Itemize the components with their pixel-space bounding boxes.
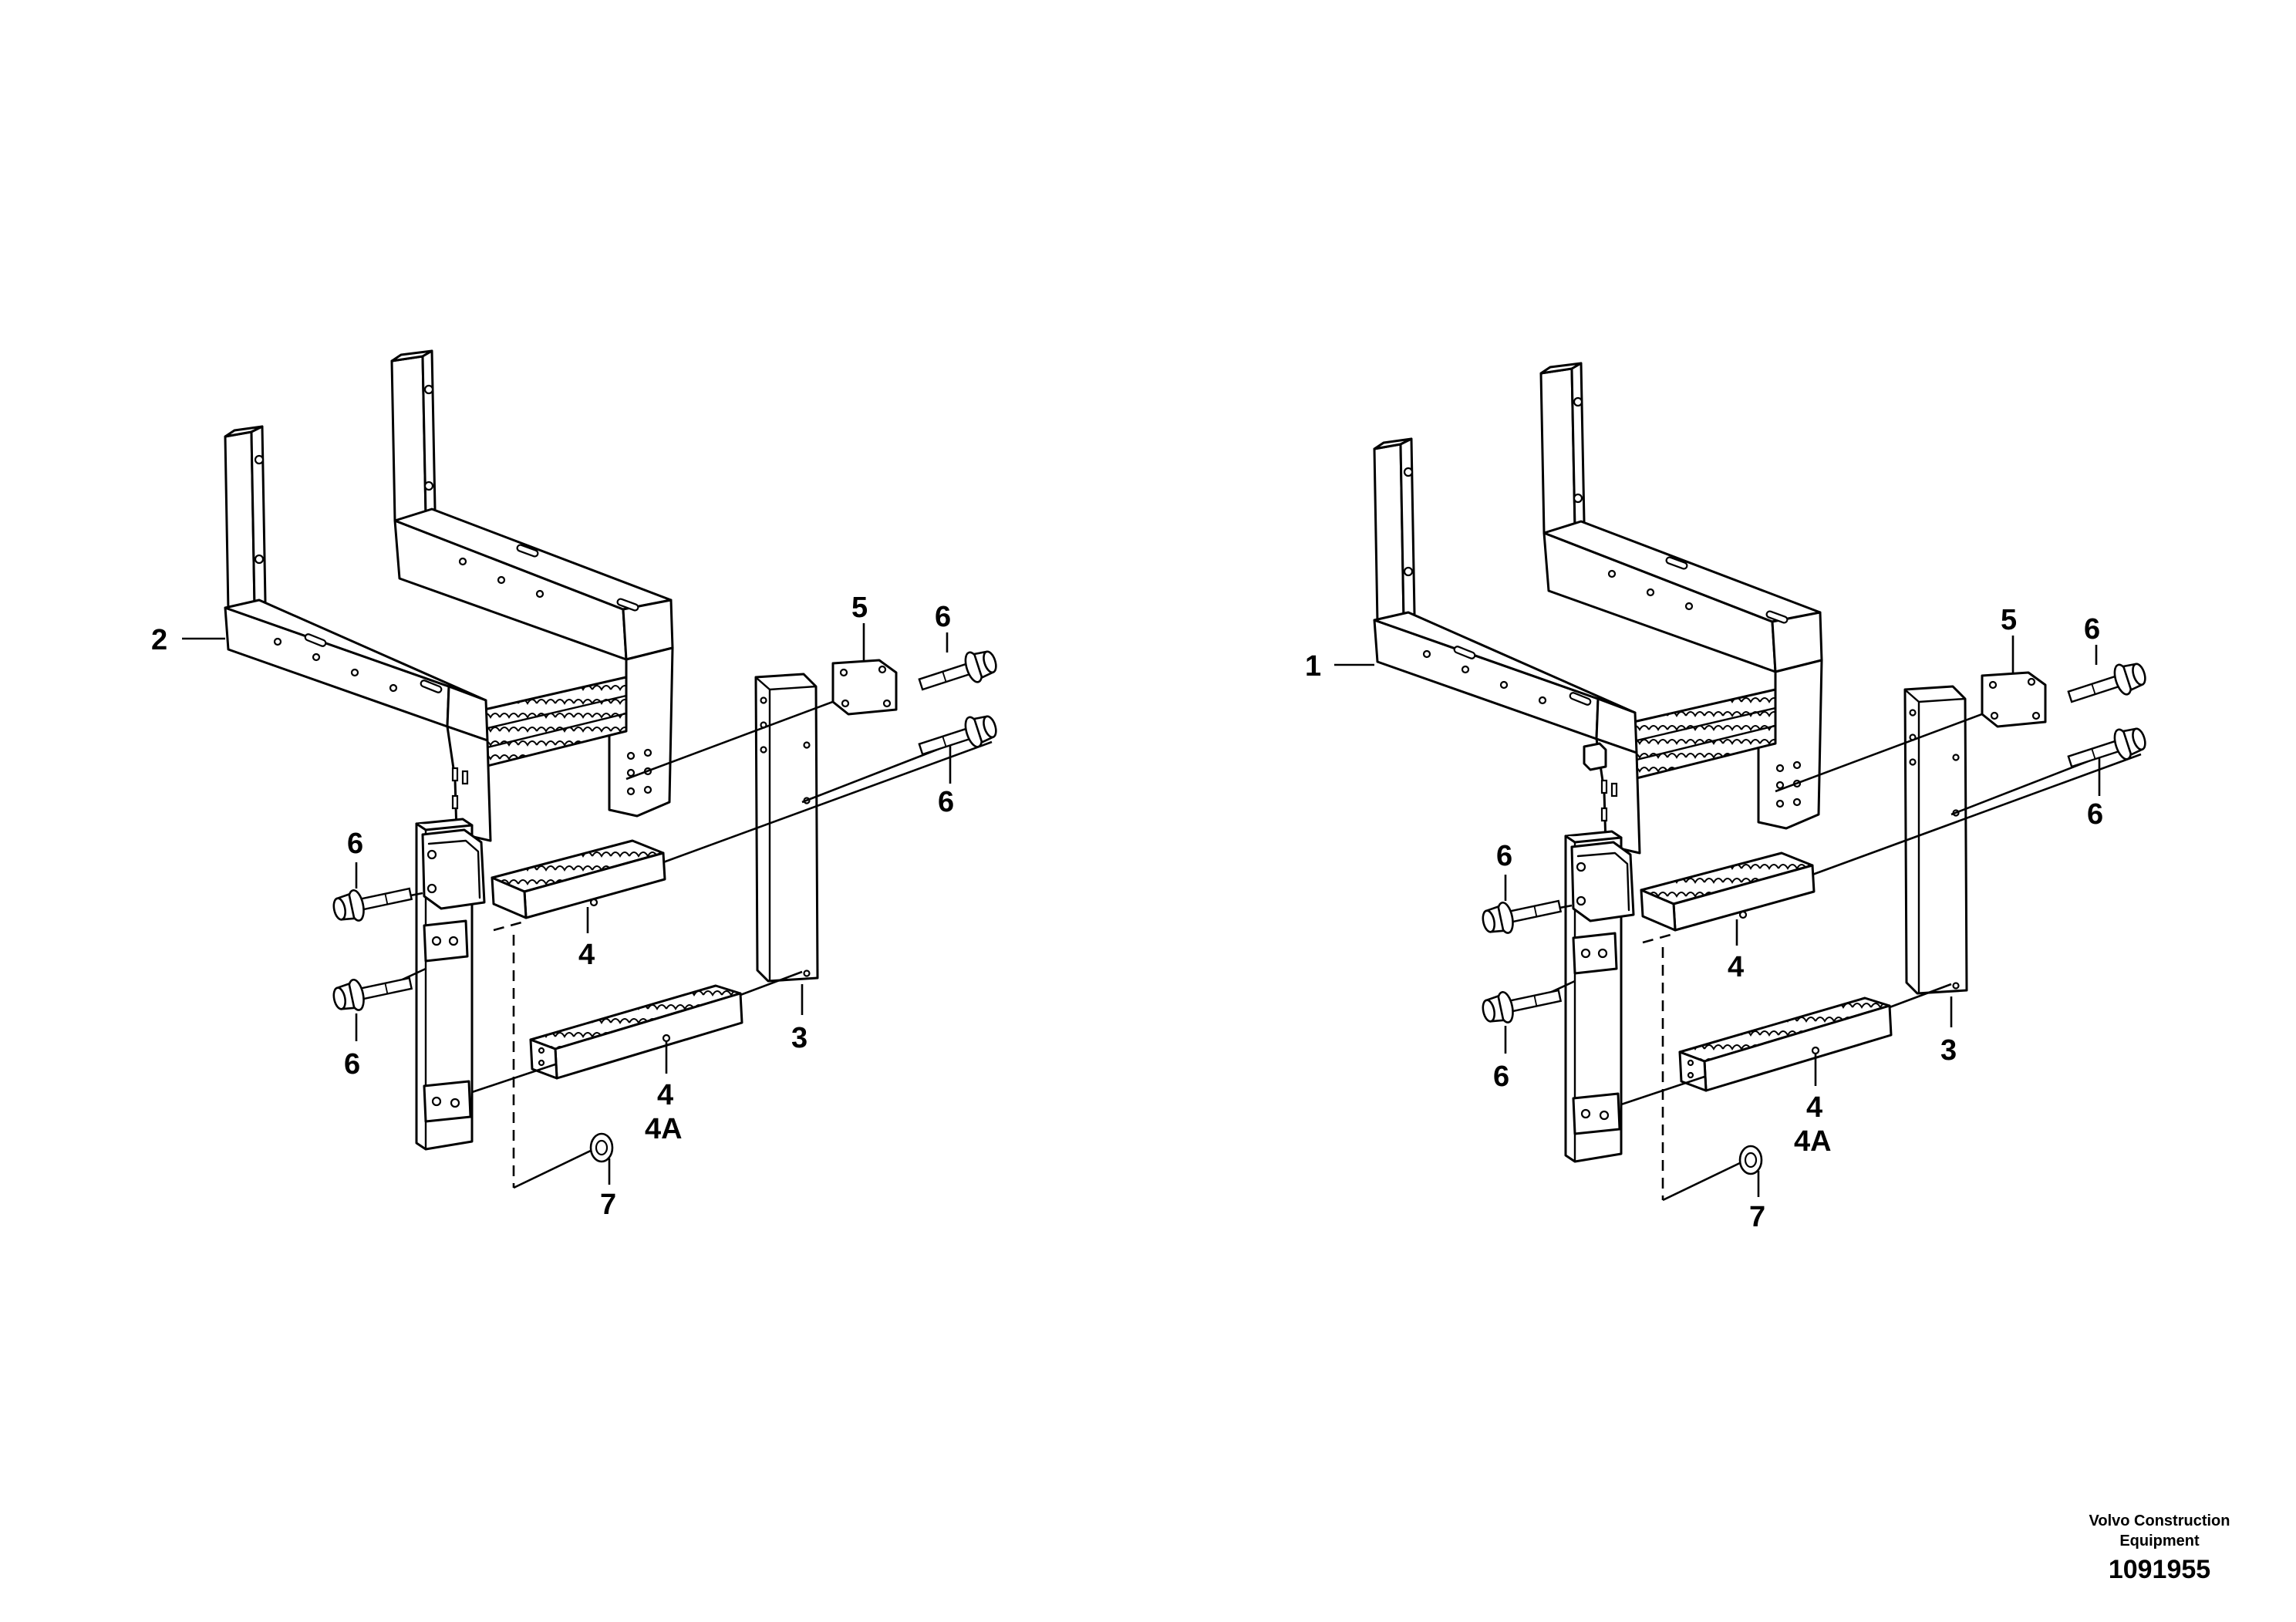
left-ladder-assembly bbox=[225, 351, 1000, 1188]
callout-2: 2 bbox=[151, 624, 167, 656]
callout-3: 3 bbox=[791, 1022, 807, 1054]
callout-4a: 4A bbox=[645, 1113, 683, 1145]
callout-4a: 4A bbox=[1794, 1125, 1832, 1158]
figure-number: 1091955 bbox=[2109, 1555, 2210, 1584]
callout-6-lower-left: 6 bbox=[1493, 1061, 1509, 1093]
mounting-block bbox=[1583, 742, 1607, 771]
callout-6-right: 6 bbox=[2087, 798, 2103, 831]
callout-4-middle: 4 bbox=[1728, 951, 1744, 983]
callout-6-top: 6 bbox=[935, 601, 951, 633]
callout-1: 1 bbox=[1305, 650, 1321, 683]
publisher-line-1: Volvo Construction bbox=[2089, 1512, 2230, 1529]
right-ladder-assembly bbox=[1374, 363, 2149, 1200]
callout-4-middle: 4 bbox=[578, 939, 595, 971]
callout-6-lower-left: 6 bbox=[344, 1048, 360, 1081]
callout-3: 3 bbox=[1940, 1034, 1957, 1067]
callout-4-lower: 4 bbox=[1806, 1091, 1822, 1124]
callout-7: 7 bbox=[1749, 1201, 1765, 1233]
callout-6-right: 6 bbox=[938, 786, 954, 818]
callout-6-upper-left: 6 bbox=[347, 828, 363, 860]
publisher-line-2: Equipment bbox=[2119, 1533, 2200, 1549]
callout-4-lower: 4 bbox=[657, 1079, 673, 1111]
callout-6-top: 6 bbox=[2084, 613, 2100, 646]
left-ladder-view: 2 5 6 6 6 6 4 4 4A 3 7 bbox=[151, 351, 1000, 1221]
callout-7: 7 bbox=[600, 1189, 616, 1221]
right-ladder-view: 1 5 6 6 6 6 4 4 4A 3 7 bbox=[1305, 363, 2149, 1233]
callout-5: 5 bbox=[851, 592, 868, 624]
figure-caption: Volvo Construction Equipment 1091955 bbox=[2089, 1512, 2230, 1584]
callout-5: 5 bbox=[2001, 604, 2017, 636]
callout-6-upper-left: 6 bbox=[1496, 840, 1512, 872]
